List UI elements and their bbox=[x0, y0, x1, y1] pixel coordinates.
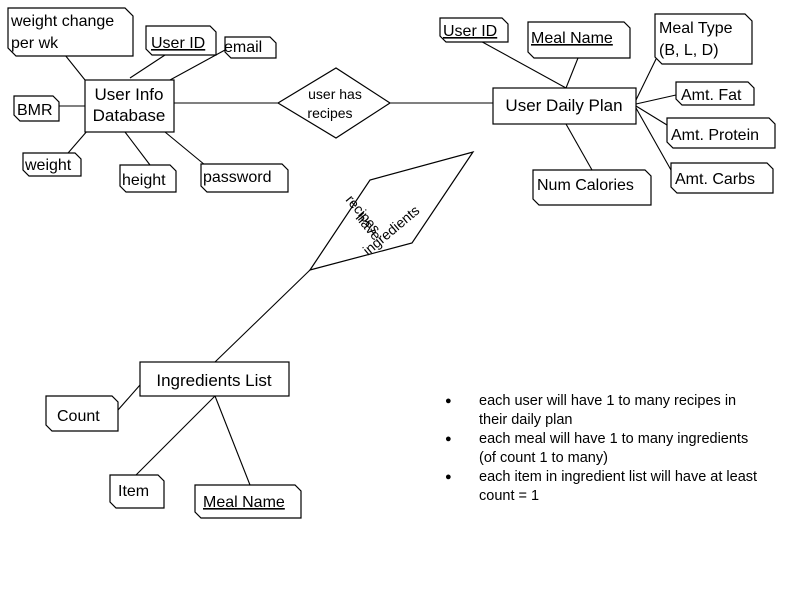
svg-text:Meal Name: Meal Name bbox=[531, 30, 613, 47]
note-item: each user will have 1 to many recipes in… bbox=[440, 392, 760, 430]
relationship-user-has-recipes: user has recipes bbox=[276, 67, 392, 139]
attribute-num-calories: Num Calories bbox=[532, 169, 652, 206]
note-item: each meal will have 1 to many ingredient… bbox=[440, 430, 760, 468]
attribute-password: password bbox=[200, 163, 289, 193]
attribute-email: email bbox=[224, 36, 277, 59]
relationship-recipes-have-ingredients: recipes have ingredients bbox=[308, 150, 475, 271]
svg-text:User ID: User ID bbox=[443, 23, 497, 40]
svg-text:password: password bbox=[203, 169, 271, 186]
entity-label: Ingredients List bbox=[156, 371, 272, 390]
connector-lines bbox=[58, 37, 677, 486]
entity-ingredients-list: Ingredients List bbox=[139, 361, 290, 397]
attribute-weight-change-per-wk: weight change per wk bbox=[7, 7, 134, 57]
relationship-label-line-2: recipes bbox=[307, 105, 352, 121]
attribute-meal-name-plan: Meal Name bbox=[527, 21, 631, 59]
attribute-bmr: BMR bbox=[13, 95, 60, 122]
attribute-meal-type: Meal Type (B, L, D) bbox=[654, 13, 753, 65]
svg-text:Item: Item bbox=[118, 483, 149, 500]
entity-label-line-1: User Info bbox=[95, 85, 164, 104]
note-item: each item in ingredient list will have a… bbox=[440, 468, 760, 506]
relationship-label-line-1: user has bbox=[308, 86, 362, 102]
svg-text:User ID: User ID bbox=[151, 35, 205, 52]
attribute-meal-name-ingredients: Meal Name bbox=[194, 484, 302, 519]
svg-text:Amt. Fat: Amt. Fat bbox=[681, 87, 742, 104]
svg-text:Amt. Protein: Amt. Protein bbox=[671, 127, 759, 144]
notes-list: each user will have 1 to many recipes in… bbox=[440, 392, 760, 506]
svg-text:weight change: weight change bbox=[10, 13, 114, 30]
attribute-amt-fat: Amt. Fat bbox=[675, 81, 755, 106]
entity-label: User Daily Plan bbox=[505, 96, 622, 115]
svg-text:Count: Count bbox=[57, 408, 100, 425]
attribute-user-id-plan: User ID bbox=[439, 17, 509, 43]
svg-text:weight: weight bbox=[24, 157, 72, 174]
svg-text:email: email bbox=[224, 39, 262, 56]
entity-user-info-database: User Info Database bbox=[84, 79, 175, 133]
svg-text:Num Calories: Num Calories bbox=[537, 177, 634, 194]
attribute-item: Item bbox=[109, 474, 165, 509]
svg-text:Meal Name: Meal Name bbox=[203, 494, 285, 511]
svg-text:height: height bbox=[122, 172, 166, 189]
attribute-height: height bbox=[119, 164, 177, 193]
entity-user-daily-plan: User Daily Plan bbox=[492, 87, 637, 125]
attribute-amt-carbs: Amt. Carbs bbox=[670, 162, 774, 194]
entity-label-line-2: Database bbox=[93, 106, 166, 125]
attribute-amt-protein: Amt. Protein bbox=[666, 117, 776, 149]
attribute-user-id: User ID bbox=[145, 25, 217, 56]
attribute-count: Count bbox=[45, 395, 119, 432]
svg-text:(B, L, D): (B, L, D) bbox=[659, 42, 719, 59]
attribute-weight: weight bbox=[22, 152, 82, 177]
svg-text:Meal Type: Meal Type bbox=[659, 20, 733, 37]
svg-text:BMR: BMR bbox=[17, 102, 53, 119]
svg-text:per wk: per wk bbox=[11, 35, 59, 52]
svg-text:Amt. Carbs: Amt. Carbs bbox=[675, 171, 755, 188]
